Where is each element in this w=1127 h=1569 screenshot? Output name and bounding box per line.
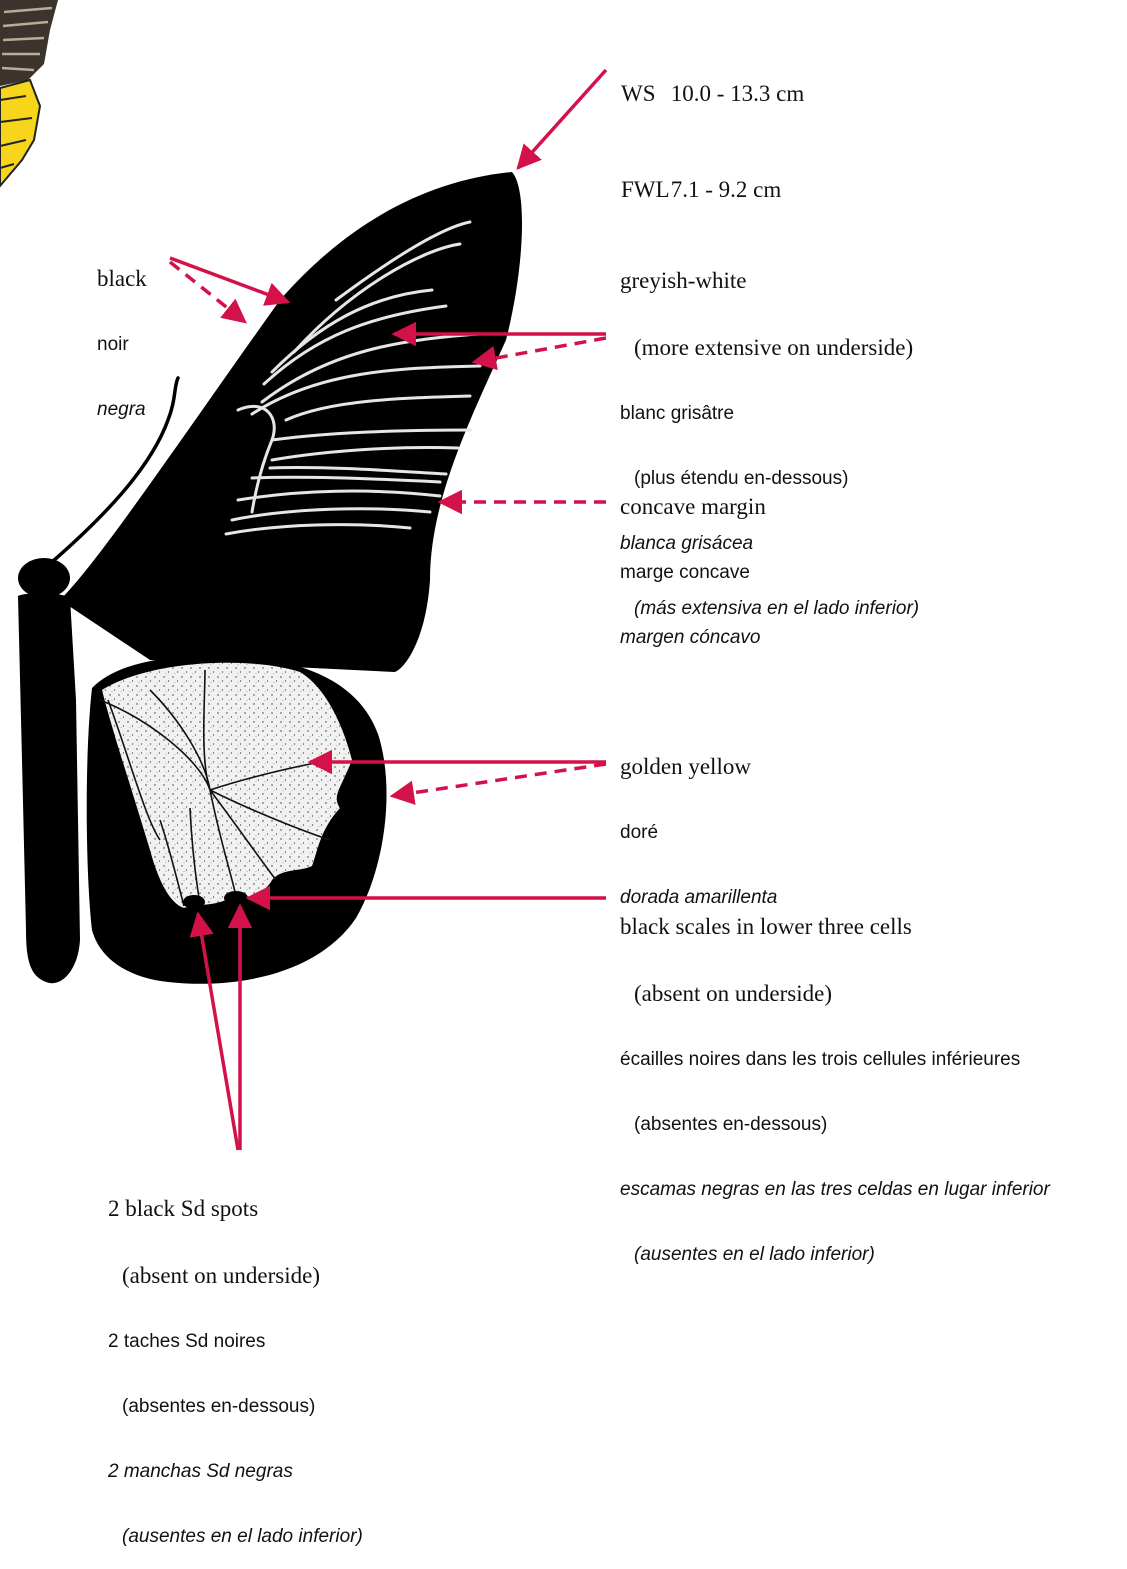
arrow-ws [518,70,606,168]
callout-greyish-en-note: (more extensive on underside) [620,333,919,362]
callout-sd-es-note: (ausentes en el lado inferior) [108,1523,363,1550]
callout-black-en: black [97,264,147,293]
callout-sd-spots: 2 black Sd spots (absent on underside) 2… [108,1156,363,1569]
callout-concave-en: concave margin [620,492,766,521]
ws-label: WS [621,78,665,110]
callout-sd-en-note: (absent on underside) [108,1261,363,1290]
fwl-label: FWL [621,174,665,206]
callout-sd-fr: 2 taches Sd noires [108,1328,363,1355]
callout-sd-es: 2 manchas Sd negras [108,1458,363,1485]
callout-concave-margin: concave margin marge concave margen cónc… [620,454,766,670]
callout-black: black noir negra [97,226,147,442]
callout-golden-fr: doré [620,819,777,846]
callout-black-es: negra [97,396,147,423]
measurements: WS 10.0 - 13.3 cm FWL 7.1 - 9.2 cm [621,14,804,238]
sd-spot-2 [224,891,248,905]
callout-scales-fr: écailles noires dans les trois cellules … [620,1046,1050,1073]
callout-scales-en-note: (absent on underside) [620,979,1050,1008]
callout-scales-en: black scales in lower three cells [620,912,1050,941]
callout-greyish-en: greyish-white [620,266,919,295]
callout-scales-es: escamas negras en las tres celdas en lug… [620,1176,1050,1203]
partial-specimen [0,0,58,186]
ws-value: 10.0 - 13.3 cm [671,81,805,106]
callout-greyish-fr: blanc grisâtre [620,400,919,427]
callout-black-fr: noir [97,331,147,358]
sd-spot-1 [183,895,205,909]
callout-sd-fr-note: (absentes en-dessous) [108,1393,363,1420]
callout-golden-en: golden yellow [620,752,777,781]
butterfly-body [18,558,80,983]
callout-black-scales: black scales in lower three cells (absen… [620,874,1050,1287]
callout-concave-es: margen cóncavo [620,624,766,651]
fwl-value: 7.1 - 9.2 cm [671,177,782,202]
arrow-golden-dashed [392,764,606,796]
hindwing [87,656,387,984]
arrow-black-solid [170,258,288,302]
callout-concave-fr: marge concave [620,559,766,586]
callout-sd-en: 2 black Sd spots [108,1194,363,1223]
callout-scales-es-note: (ausentes en el lado inferior) [620,1241,1050,1268]
callout-scales-fr-note: (absentes en-dessous) [620,1111,1050,1138]
